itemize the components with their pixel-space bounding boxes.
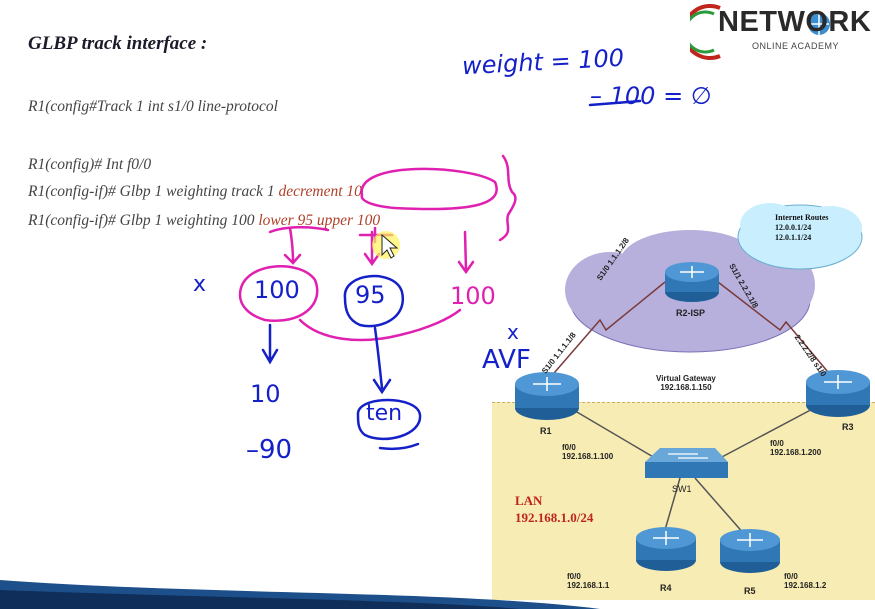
r4-lan-label: f0/0 192.168.1.1: [567, 572, 610, 590]
lan-label: LAN 192.168.1.0/24: [515, 493, 594, 525]
logo-sub-text: ONLINE ACADEMY: [752, 41, 840, 51]
underline-weight: [588, 99, 642, 107]
hw-ten-word: ten: [366, 401, 403, 426]
r5-name: R5: [744, 586, 756, 596]
switch-sw1-icon: [645, 448, 728, 478]
command-text: R1(config-if)# Glbp 1 weighting 100: [28, 212, 259, 229]
r3-lan-label: f0/0 192.168.1.200: [770, 439, 822, 457]
r5-lan-label: f0/0 192.168.1.2: [784, 572, 827, 590]
connector: [298, 308, 462, 342]
decrement-circle: [360, 167, 498, 211]
command-line-2: R1(config)# Int f0/0: [28, 156, 151, 174]
pointer-cursor-icon: [372, 231, 400, 259]
academy-logo: NETWORK ONLINE ACADEMY: [690, 0, 875, 62]
hw-x2: x: [507, 320, 519, 344]
hw-circle95: 95: [355, 281, 386, 309]
router-r4-icon: [636, 527, 696, 571]
switch-name: SW1: [672, 484, 692, 494]
router-r5-icon: [720, 529, 780, 573]
command-highlight: decrement 10: [278, 183, 362, 200]
hw-ninety: –90: [246, 435, 293, 465]
command-line-4: R1(config-if)# Glbp 1 weighting 100 lowe…: [28, 212, 380, 230]
hw-minus: – 100 = ∅: [590, 82, 712, 110]
hw-x1: x: [193, 272, 207, 297]
command-text: R1(config)# Int f0/0: [28, 156, 152, 173]
circle-95: [343, 274, 405, 328]
router-r1-icon: [515, 372, 579, 420]
internet-routes-label: Internet Routes 12.0.0.1/24 12.0.1.1/24: [775, 213, 845, 243]
wan-links: [547, 281, 834, 381]
command-text: R1(config-if)# Glbp 1 weighting track 1: [28, 183, 279, 200]
arrow-down-100: [261, 323, 279, 365]
command-text: R1(config#Track 1 int s1/0 line-protocol: [28, 98, 278, 115]
hw-right100: 100: [450, 282, 496, 310]
internet-cloud-icon: [737, 203, 863, 270]
circle-ten: [356, 398, 422, 441]
arrow-to-100: [283, 226, 302, 265]
logo-arc-icon: [690, 4, 830, 60]
command-line-3: R1(config-if)# Glbp 1 weighting track 1 …: [28, 183, 362, 201]
internet-route: 12.0.0.1/24: [775, 223, 812, 232]
lan-links: [564, 404, 821, 536]
magenta-annotations: [238, 154, 517, 342]
internet-routes-title: Internet Routes: [775, 213, 829, 222]
underline-100: [268, 226, 330, 234]
arrow-upper-100: [457, 230, 475, 275]
hw-circle100: 100: [254, 276, 300, 304]
blue-annotations: [261, 99, 642, 451]
arrow-lower-95: [363, 230, 381, 267]
circle-100: [238, 265, 319, 323]
r4-name: R4: [660, 583, 672, 593]
brace: [498, 154, 517, 242]
arrow-down-95: [372, 326, 392, 395]
bottom-swoosh: [0, 580, 600, 609]
virtual-gateway-label: Virtual Gateway 192.168.1.150: [656, 374, 716, 392]
hw-ten-number: 10: [250, 380, 281, 408]
internet-route: 12.0.1.1/24: [775, 233, 812, 242]
hw-avf: AVF: [482, 345, 531, 375]
router-r3-icon: [806, 370, 870, 417]
isp-name: R2-ISP: [676, 308, 706, 318]
r1-lan-label: f0/0 192.168.1.100: [562, 443, 614, 461]
r3-name: R3: [842, 422, 854, 432]
command-line-1: R1(config#Track 1 int s1/0 line-protocol: [28, 98, 278, 116]
command-highlight: lower 95 upper 100: [258, 212, 381, 229]
underline-ten: [378, 442, 420, 451]
slide-title: GLBP track interface :: [28, 33, 208, 54]
router-isp-icon: [665, 262, 719, 302]
logo-main-text: NETWORK: [718, 6, 872, 38]
r1-name: R1: [540, 426, 552, 436]
